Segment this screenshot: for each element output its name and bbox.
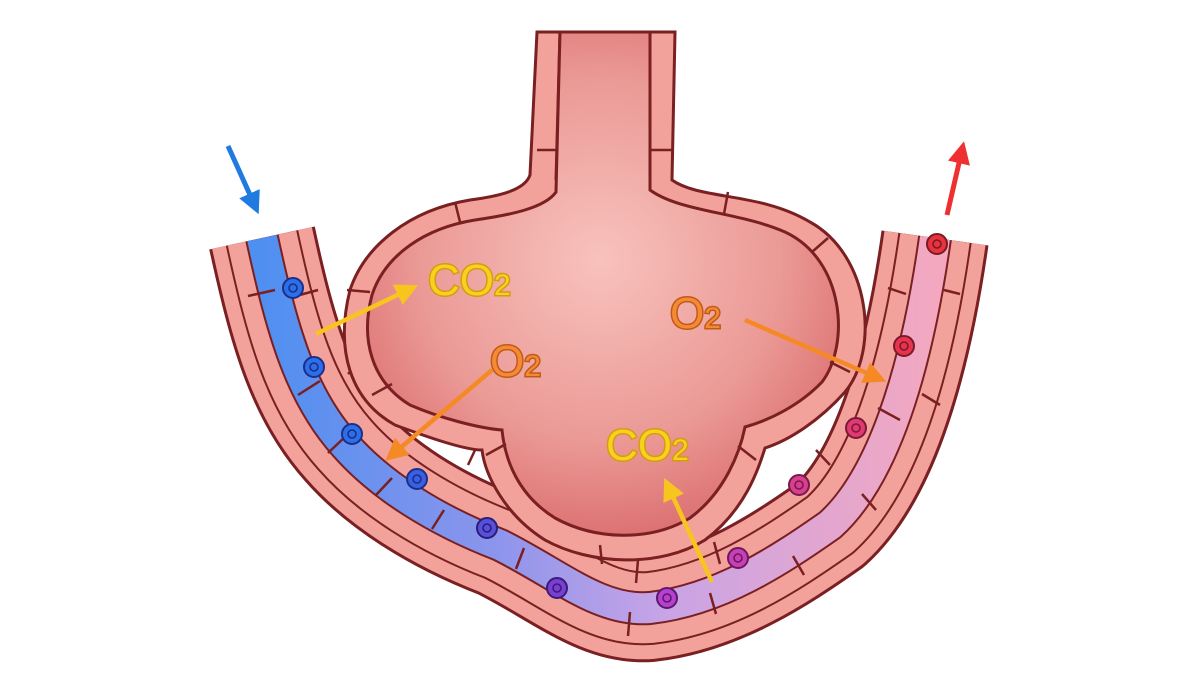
o2-label-left: O2 xyxy=(490,337,541,386)
red-blood-cells xyxy=(282,233,948,609)
capillary-blood xyxy=(247,234,950,624)
arrow-down-right-icon xyxy=(225,144,260,215)
blood-cell-icon xyxy=(926,233,948,255)
blood-cell-icon xyxy=(406,468,428,490)
blood-cell-icon xyxy=(727,547,749,569)
blood-cell-icon xyxy=(341,423,363,445)
co2-arrow-bottom xyxy=(663,477,715,583)
blood-cell-icon xyxy=(303,356,325,378)
blood-cell-icon xyxy=(656,587,678,609)
blood-cell-icon xyxy=(845,417,867,439)
o2-arrow-right xyxy=(744,317,887,383)
co2-arrow-top xyxy=(315,284,419,337)
alveolus-cell-boundaries xyxy=(346,148,851,565)
o2-label-right: O2 xyxy=(670,289,721,338)
co2-label-top: CO2 xyxy=(428,256,511,305)
alveolus-lumen xyxy=(366,30,840,537)
arrow-up-icon xyxy=(944,141,970,216)
blood-cell-icon xyxy=(476,517,498,539)
blood-cell-icon xyxy=(788,474,810,496)
gas-exchange-arrows xyxy=(315,284,887,583)
co2-label-bottom: CO2 xyxy=(606,421,689,470)
blood-cell-icon xyxy=(893,335,915,357)
blood-cell-icon xyxy=(282,277,304,299)
blood-cell-icon xyxy=(546,577,568,599)
alveolus xyxy=(342,30,867,565)
capillary xyxy=(209,226,989,663)
o2-arrow-left xyxy=(385,368,494,461)
